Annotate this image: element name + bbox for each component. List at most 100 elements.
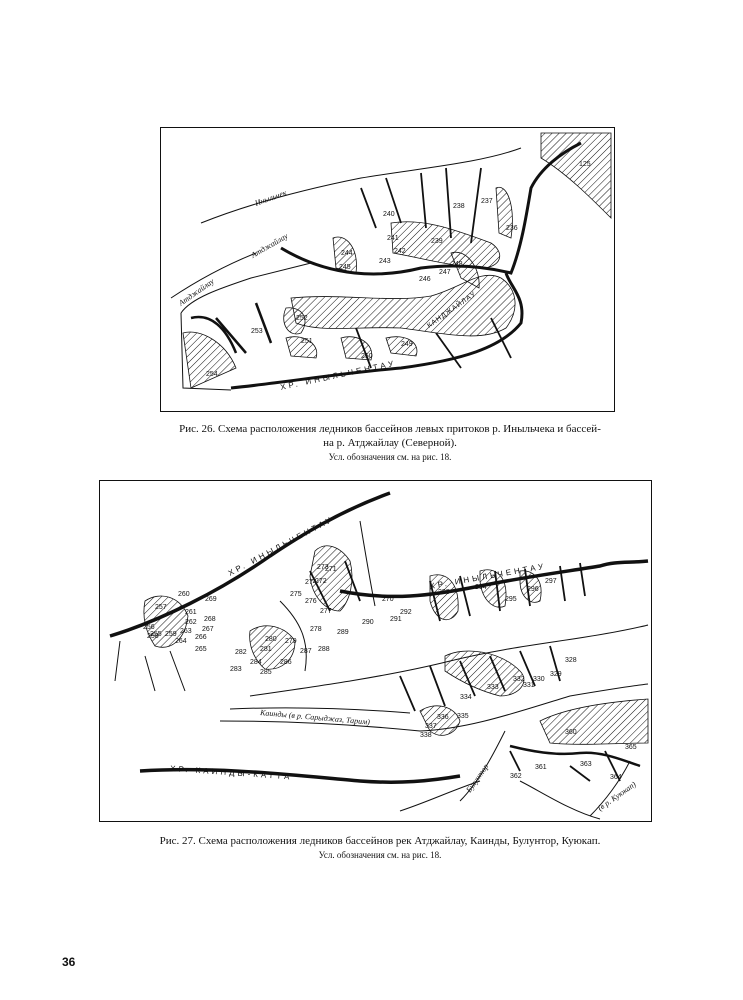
fig27-glacier-number-272: 272 <box>315 578 327 585</box>
river-atdzhailau-line <box>170 252 257 299</box>
label-river-kuyukap: (в р. Куюкап) <box>596 780 638 813</box>
glacier-249-shape <box>385 336 418 357</box>
fig27-glacier-number-328: 328 <box>565 657 577 664</box>
fig27-glacier-number-269: 269 <box>205 596 217 603</box>
fig27-glacier-number-279: 279 <box>285 638 297 645</box>
figure-27-caption-line: Рис. 27. Схема расположения ледников бас… <box>159 835 601 847</box>
fig26-glacier-number-125: 125 <box>579 161 591 168</box>
fig27-glacier-number-361: 361 <box>535 764 547 771</box>
fig26-glacier-number-254: 254 <box>206 371 218 378</box>
ridge-inylchentau-left-line <box>109 491 391 638</box>
fig27-glacier-number-338: 338 <box>420 732 432 739</box>
fig27-glacier-number-281: 281 <box>260 646 272 653</box>
fig27-glacier-number-330: 330 <box>533 676 545 683</box>
fig26-glacier-number-238: 238 <box>453 203 465 210</box>
fig27-glacier-number-362: 362 <box>510 773 522 780</box>
ridge-lower-tributary <box>190 302 273 354</box>
fig26-glacier-number-251: 251 <box>301 338 313 345</box>
fig26-glacier-number-243: 243 <box>379 258 391 265</box>
fig27-glacier-number-292: 292 <box>400 609 412 616</box>
fig26-glacier-number-246: 246 <box>419 276 431 283</box>
figure-26-map: Иныльчек Атджайлау Атджайлау КАНДЖАЙЛАУ … <box>160 127 615 412</box>
fig27-glacier-number-284: 284 <box>250 659 262 666</box>
fig27-glacier-number-334: 334 <box>460 694 472 701</box>
fig27-glacier-number-290: 290 <box>362 619 374 626</box>
figure-27-map: ХР. ИНЫЛЬЧЕНТАУ ХР. ИНЫЛЬЧЕНТАУ ХР. КАИН… <box>99 480 652 822</box>
fig27-glacier-number-261: 261 <box>185 609 197 616</box>
fig27-glacier-number-277: 277 <box>320 608 332 615</box>
fig27-glacier-number-260: 260 <box>178 591 190 598</box>
glacier-252-shape <box>283 307 306 335</box>
river-kaindy-valley-upper <box>249 624 649 697</box>
fig27-glacier-number-256: 256 <box>143 624 155 631</box>
label-ridge-kaindy-katta: ХР. КАИНДЫ-КАТТА <box>170 764 293 782</box>
fig26-glacier-number-237: 237 <box>481 198 493 205</box>
glacier-254-shape <box>182 331 237 389</box>
fig27-glacier-number-258: 258 <box>147 633 159 640</box>
fig27-glacier-number-289: 289 <box>337 629 349 636</box>
fig27-glacier-number-360: 360 <box>565 729 577 736</box>
fig26-glacier-number-236: 236 <box>506 225 518 232</box>
figure-26-caption-note: Усл. обозначения см. на рис. 18. <box>328 452 452 462</box>
river-inylchek-line <box>200 147 522 224</box>
fig27-glacier-number-295: 295 <box>505 596 517 603</box>
label-river-atdzhailau-a: Атджайлау <box>249 231 290 260</box>
fig27-glacier-number-337: 337 <box>425 723 437 730</box>
fig27-glacier-number-287: 287 <box>300 648 312 655</box>
ridge-right-lower <box>509 744 641 768</box>
fig26-glacier-number-245: 245 <box>339 264 351 271</box>
fig26-glacier-number-247: 247 <box>439 269 451 276</box>
river-kaindy-line <box>229 707 411 714</box>
fig27-glacier-number-263: 263 <box>180 628 192 635</box>
river-buluntor-line <box>459 730 506 802</box>
ridge-kaindy-katta-line <box>139 767 461 784</box>
fig27-glacier-number-333: 333 <box>487 684 499 691</box>
fig27-glacier-number-364: 364 <box>610 774 622 781</box>
label-river-buluntor: Булунтор <box>464 762 491 795</box>
glacier-number-labels: 1252362372382392402412422432442452462472… <box>206 161 591 378</box>
river-kuyukap-line <box>589 760 631 817</box>
label-ridge-inylchentau: ХР. ИНЫЛЬЧЕНТАУ <box>280 359 398 392</box>
fig26-glacier-number-241: 241 <box>387 235 399 242</box>
spur-lines <box>355 167 512 369</box>
page-number: 36 <box>62 955 76 969</box>
label-river-atdzhailau-b: Атджайлау <box>176 276 216 308</box>
glacier-360-shape <box>539 698 649 745</box>
fig27-glacier-number-268: 268 <box>204 616 216 623</box>
fig27-glacier-number-276: 276 <box>305 598 317 605</box>
fig26-glacier-number-239: 239 <box>431 238 443 245</box>
ridge-upper-line <box>280 141 582 276</box>
fig27-glacier-number-335: 335 <box>457 713 469 720</box>
fig26-glacier-number-250: 250 <box>361 353 373 360</box>
fig27-glacier-number-293: 293 <box>438 589 450 596</box>
fig27-glacier-number-266: 266 <box>195 634 207 641</box>
river-kaindy-valley-lower <box>219 683 649 732</box>
fig27-glacier-number-271: 271 <box>325 566 337 573</box>
fig27-glacier-number-283: 283 <box>230 666 242 673</box>
fig27-glacier-number-259: 259 <box>165 631 177 638</box>
fig27-glacier-number-331: 331 <box>523 682 535 689</box>
figure-27-svg: ХР. ИНЫЛЬЧЕНТАУ ХР. ИНЫЛЬЧЕНТАУ ХР. КАИН… <box>109 491 649 820</box>
fig27-glacier-number-294: 294 <box>475 584 487 591</box>
fig26-glacier-number-252: 252 <box>296 315 308 322</box>
figure-26-caption: Рис. 26. Схема расположения ледников бас… <box>150 422 630 464</box>
fig27-glacier-number-286: 286 <box>280 659 292 666</box>
fig27-glacier-number-274: 274 <box>305 579 317 586</box>
spur-lines <box>309 560 621 782</box>
fig26-glacier-number-242: 242 <box>394 248 406 255</box>
fig26-glacier-number-248: 248 <box>451 261 463 268</box>
glacier-250-shape <box>340 336 373 361</box>
figure-26-caption-line2: на р. Атджайлау (Северной). <box>323 437 457 449</box>
fig26-glacier-number-240: 240 <box>383 211 395 218</box>
figure-27-caption: Рис. 27. Схема расположения ледников бас… <box>90 834 670 862</box>
glaciers-282-cluster <box>249 625 296 670</box>
fig26-glacier-number-244: 244 <box>341 250 353 257</box>
label-river-kaindy: Каинды (в р. Сарыджаз, Тарим) <box>259 708 371 727</box>
fig27-glacier-number-332: 332 <box>513 676 525 683</box>
fig27-glacier-number-296: 296 <box>527 586 539 593</box>
ridge-inylchentau-line <box>230 272 524 390</box>
glacier-236-shape <box>495 186 513 239</box>
fig27-glacier-number-282: 282 <box>235 649 247 656</box>
fig27-glacier-number-365: 365 <box>625 744 637 751</box>
